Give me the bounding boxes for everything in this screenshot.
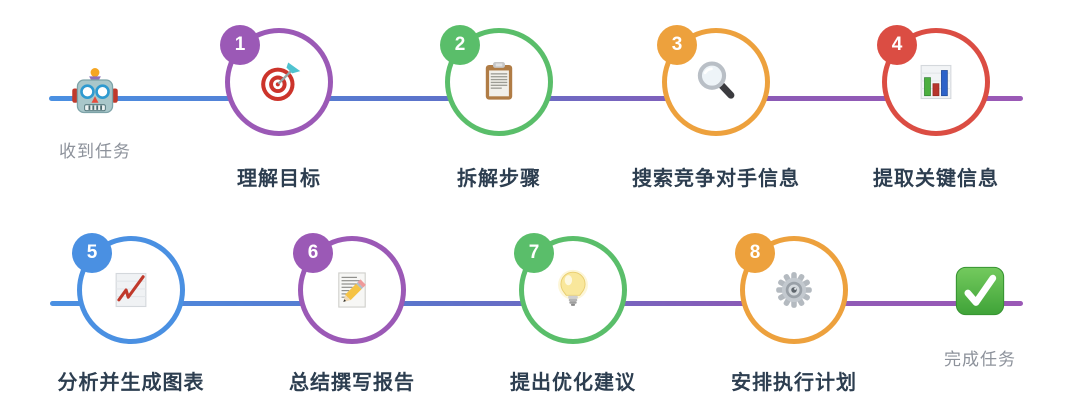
step-label: 理解目标: [237, 168, 321, 190]
step-label: 提取关键信息: [873, 168, 999, 190]
step-node-3: 3 搜索竞争对手信息: [632, 25, 799, 190]
step-label: 搜索竞争对手信息: [632, 168, 800, 190]
end-node: [953, 264, 1007, 318]
start-label: 收到任务: [59, 142, 131, 161]
step-number-badge: 2: [440, 25, 480, 65]
step-number-badge: 1: [220, 25, 260, 65]
line-chart-icon: [115, 272, 147, 308]
step-node-4: 4 提取关键信息: [873, 25, 998, 190]
step-number-badge: 7: [514, 233, 554, 273]
start-node: [69, 67, 121, 119]
step-label: 分析并生成图表: [57, 372, 205, 394]
step-node-8: 8 安排执行计划: [731, 233, 856, 394]
light-bulb-icon: [558, 269, 588, 306]
step-ring: [77, 236, 185, 344]
step-label: 提出优化建议: [510, 372, 636, 394]
end-label: 完成任务: [944, 350, 1016, 369]
memo-pencil-icon: [338, 272, 366, 308]
gear-icon: [776, 272, 812, 308]
step-node-1: 1 理解目标: [220, 25, 333, 190]
step-number-badge: 8: [735, 233, 775, 273]
step-label: 拆解步骤: [457, 168, 541, 190]
step-number-badge: 3: [657, 25, 697, 65]
clipboard-icon: [485, 61, 513, 100]
step-node-5: 5 分析并生成图表: [58, 233, 204, 394]
step-node-6: 6 总结撰写报告: [289, 233, 414, 394]
step-label: 总结撰写报告: [289, 372, 415, 394]
check-mark-icon: [955, 266, 1005, 316]
step-node-2: 2 拆解步骤: [440, 25, 553, 190]
target-icon: [261, 62, 301, 101]
step-number-badge: 5: [72, 233, 112, 273]
step-node-7: 7 提出优化建议: [510, 233, 635, 394]
step-label: 安排执行计划: [731, 372, 857, 394]
magnifier-icon: [697, 61, 735, 99]
bar-chart-icon: [920, 64, 952, 100]
step-number-badge: 4: [877, 25, 917, 65]
robot-icon: [72, 68, 118, 114]
step-number-badge: 6: [293, 233, 333, 273]
